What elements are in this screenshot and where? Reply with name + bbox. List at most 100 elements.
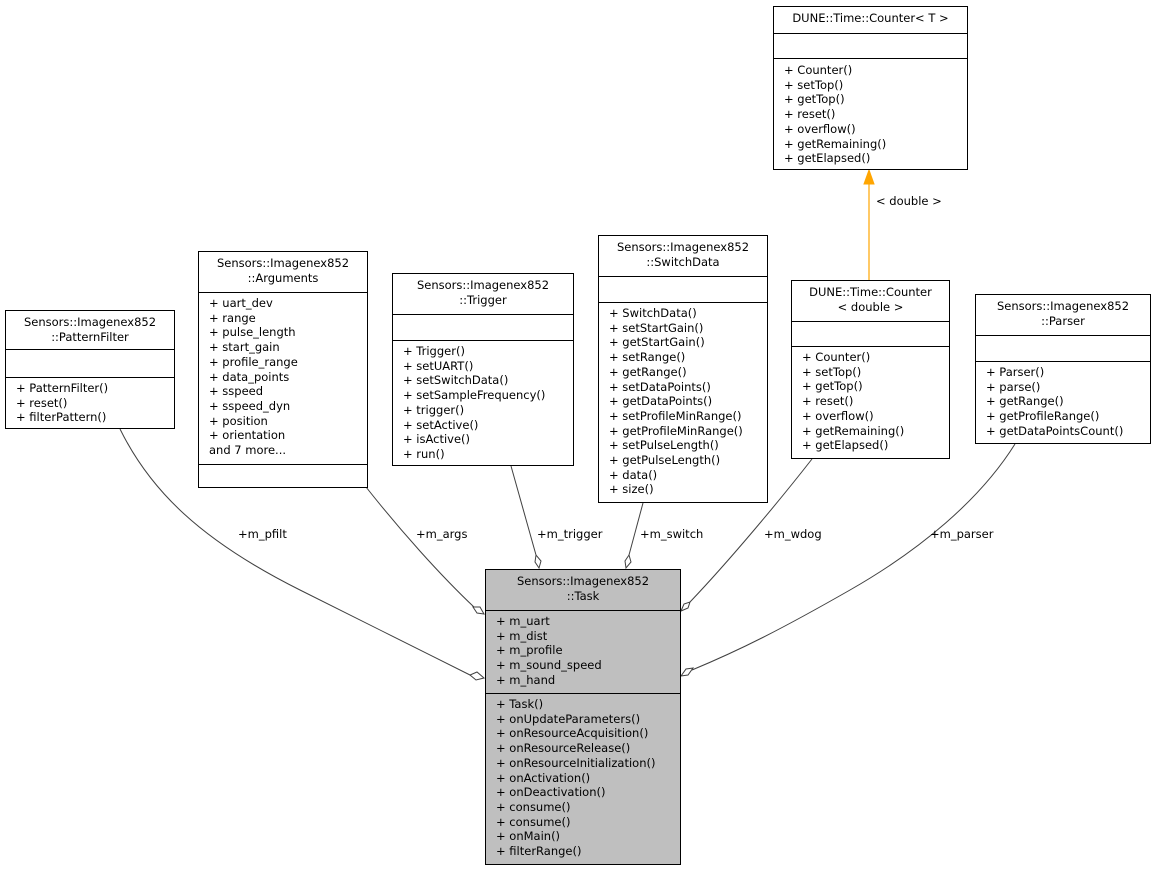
class-title: Sensors::Imagenex852 ::Task [486, 570, 680, 610]
class-title-line: DUNE::Time::Counter [809, 285, 932, 299]
methods-section: + PatternFilter() + reset() + filterPatt… [6, 377, 174, 428]
methods-section: + Trigger() + setUART() + setSwitchData(… [393, 340, 573, 465]
class-counter-double[interactable]: DUNE::Time::Counter < double > + Counter… [791, 280, 950, 459]
attribute: + m_hand [496, 672, 556, 687]
class-task[interactable]: Sensors::Imagenex852 ::Task + m_uart + m… [485, 569, 681, 865]
methods-section [199, 464, 367, 488]
class-title-line: ::Task [566, 588, 600, 603]
attribute: + m_uart [496, 614, 550, 628]
edge-m-parser [691, 443, 1016, 671]
method: + getDataPointsCount() [986, 423, 1124, 438]
class-pattern-filter[interactable]: Sensors::Imagenex852 ::PatternFilter + P… [5, 310, 175, 429]
method: + setTop() [802, 364, 862, 379]
method: + onResourceInitialization() [496, 755, 656, 770]
attribute: + range [209, 310, 256, 325]
method: + getDataPoints() [609, 394, 713, 409]
attribute: + start_gain [209, 340, 280, 355]
method: + consume() [496, 814, 571, 829]
methods-section: + Counter() + setTop() + getTop() + rese… [792, 346, 949, 456]
method: + isActive() [403, 432, 471, 447]
method: + reset() [784, 107, 836, 122]
class-title-line: ::PatternFilter [51, 329, 129, 344]
method: + onActivation() [496, 770, 591, 785]
template-edge-arrowhead [863, 168, 875, 185]
edge-m-trigger-diamond [534, 553, 542, 570]
attribute: + orientation [209, 428, 286, 443]
class-title-line: Sensors::Imagenex852 [996, 299, 1130, 313]
attribute: + data_points [209, 369, 290, 384]
edge-m-pfilt [119, 428, 473, 677]
attributes-section [6, 349, 174, 377]
class-title-line: ::SwitchData [646, 254, 720, 269]
method: + setStartGain() [609, 320, 704, 335]
attribute: + profile_range [209, 354, 298, 369]
method: + onDeactivation() [496, 785, 606, 800]
attribute: + sspeed_dyn [209, 398, 291, 413]
method: + overflow() [802, 408, 874, 423]
method: + onUpdateParameters() [496, 711, 641, 726]
method: + getElapsed() [802, 438, 889, 453]
methods-section: + Parser() + parse() + getRange() + getP… [976, 361, 1150, 442]
method: + getTop() [802, 379, 863, 394]
class-title: Sensors::Imagenex852 ::PatternFilter [6, 311, 174, 349]
method: + filterRange() [496, 844, 582, 859]
attribute: + m_profile [496, 643, 563, 658]
class-title-line: < double > [837, 299, 904, 314]
method: + getRange() [986, 394, 1064, 409]
method: + trigger() [403, 402, 465, 417]
method: + size() [609, 482, 654, 497]
class-switch-data[interactable]: Sensors::Imagenex852 ::SwitchData + Swit… [598, 235, 768, 503]
method: + setSampleFrequency() [403, 388, 546, 403]
method: + setProfileMinRange() [609, 408, 742, 423]
methods-section: + Task() + onUpdateParameters() + onReso… [486, 693, 680, 862]
attributes-section: + m_uart + m_dist + m_profile + m_sound_… [486, 610, 680, 693]
class-title: DUNE::Time::Counter < double > [792, 281, 949, 321]
edge-label-m-trigger: +m_trigger [537, 527, 603, 541]
method: + reset() [802, 394, 854, 409]
edge-m-pfilt-diamond [469, 671, 486, 681]
class-title: Sensors::Imagenex852 ::Trigger [393, 274, 573, 314]
method: + filterPattern() [16, 410, 107, 425]
class-arguments[interactable]: Sensors::Imagenex852 ::Arguments + uart_… [198, 251, 368, 488]
method: + Trigger() [403, 344, 465, 358]
attribute: + uart_dev [209, 296, 273, 310]
edge-label-template-binding: < double > [876, 194, 942, 208]
method: + overflow() [784, 121, 856, 136]
method: + setDataPoints() [609, 379, 711, 394]
method: + getStartGain() [609, 335, 705, 350]
attributes-section [774, 33, 967, 58]
class-title-line: ::Trigger [459, 292, 507, 307]
edge-label-m-parser: +m_parser [930, 527, 994, 541]
class-title-line: Sensors::Imagenex852 [616, 240, 750, 254]
edge-m-args [365, 486, 476, 609]
method: + setUART() [403, 358, 474, 373]
class-title-line: Sensors::Imagenex852 [516, 574, 650, 588]
edge-label-m-args: +m_args [416, 527, 468, 541]
method: + setPulseLength() [609, 438, 719, 453]
method: + setRange() [609, 350, 686, 365]
method: + getProfileMinRange() [609, 423, 743, 438]
class-title: Sensors::Imagenex852 ::SwitchData [599, 236, 767, 276]
method: + onMain() [496, 829, 561, 844]
attributes-section [599, 276, 767, 302]
class-title: Sensors::Imagenex852 ::Parser [976, 295, 1150, 335]
method: + PatternFilter() [16, 381, 109, 395]
method: + Task() [496, 697, 544, 711]
class-title-line: DUNE::Time::Counter< T > [792, 11, 949, 25]
edge-m-wdog [689, 458, 813, 603]
method: + setSwitchData() [403, 373, 509, 388]
edge-label-m-switch: +m_switch [640, 527, 704, 541]
attributes-section: + uart_dev + range + pulse_length + star… [199, 292, 367, 464]
class-parser[interactable]: Sensors::Imagenex852 ::Parser + Parser()… [975, 294, 1151, 444]
method: + onResourceRelease() [496, 741, 631, 756]
method: + Counter() [784, 63, 853, 77]
edge-m-wdog-diamond [680, 601, 691, 612]
method: + getElapsed() [784, 151, 871, 166]
class-counter-template[interactable]: DUNE::Time::Counter< T > + Counter() + s… [773, 6, 968, 170]
method: + Counter() [802, 350, 871, 364]
class-title-line: ::Arguments [247, 270, 319, 285]
method: + setActive() [403, 417, 479, 432]
class-title-line: Sensors::Imagenex852 [216, 256, 350, 270]
class-trigger[interactable]: Sensors::Imagenex852 ::Trigger + Trigger… [392, 273, 574, 466]
